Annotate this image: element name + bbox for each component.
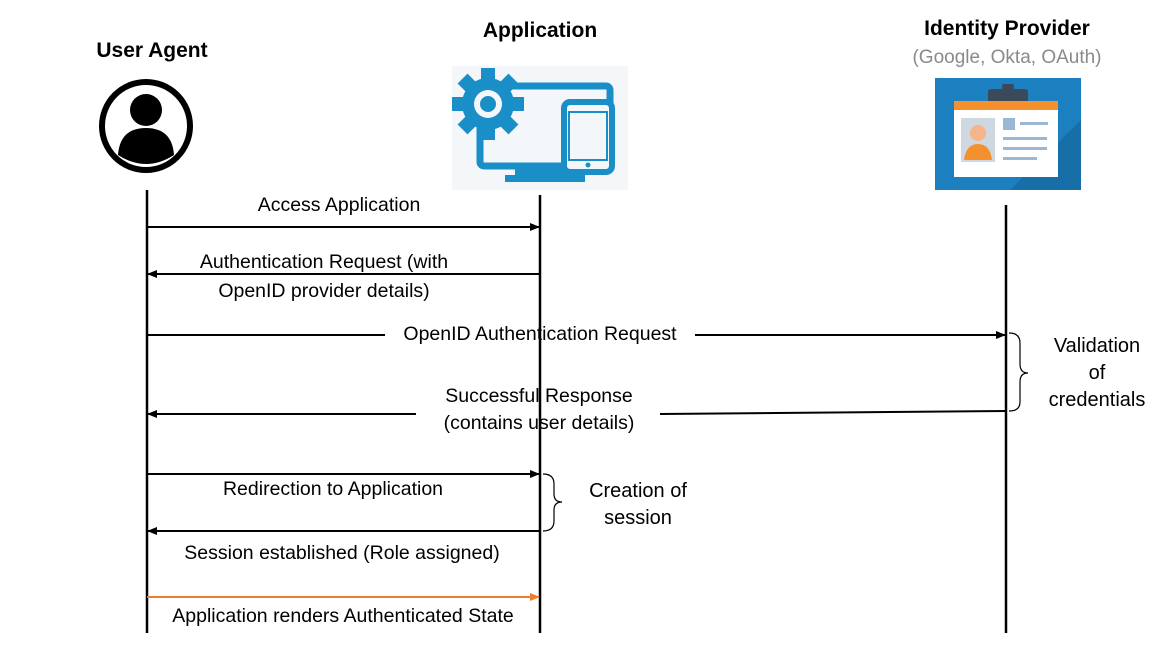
- identity-provider-title: Identity Provider: [924, 17, 1090, 40]
- gear-monitor-tablet-icon: [452, 66, 628, 190]
- message-label: (contains user details): [444, 412, 635, 434]
- message-label: OpenID provider details): [218, 280, 429, 302]
- note-label: session: [604, 507, 672, 529]
- note-label: credentials: [1049, 389, 1146, 411]
- message-label: Successful Response: [445, 385, 633, 407]
- application-title: Application: [483, 19, 597, 42]
- session-brace: [542, 473, 563, 532]
- message-label: Application renders Authenticated State: [172, 605, 513, 627]
- message-label: Access Application: [258, 194, 421, 216]
- message-label: OpenID Authentication Request: [403, 323, 677, 345]
- message-arrow-successful-response: [659, 410, 1007, 415]
- note-label: of: [1089, 362, 1106, 384]
- message-label: Authentication Request (with: [200, 251, 448, 273]
- note-label: Creation of: [589, 480, 687, 502]
- identity-provider-subtitle: (Google, Okta, OAuth): [912, 47, 1101, 68]
- user-agent-title: User Agent: [96, 39, 207, 62]
- message-label: Redirection to Application: [223, 478, 443, 500]
- id-card-icon: [935, 78, 1081, 190]
- note-label: Validation: [1054, 335, 1140, 357]
- message-label: Session established (Role assigned): [184, 542, 499, 564]
- user-circle-icon: [99, 79, 193, 173]
- validation-brace: [1008, 332, 1029, 412]
